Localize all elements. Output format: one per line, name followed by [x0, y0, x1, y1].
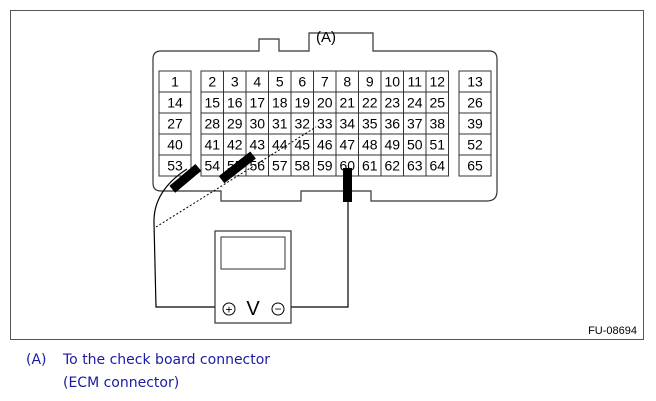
terminal-35-label: 35 — [362, 116, 378, 132]
terminal-42-label: 42 — [227, 137, 243, 153]
terminal-38-label: 38 — [429, 116, 445, 132]
terminal-1-label: 1 — [171, 74, 179, 90]
terminal-57-label: 57 — [272, 158, 288, 174]
voltmeter-minus-sign: − — [274, 302, 281, 316]
terminal-39-label: 39 — [467, 116, 483, 132]
terminal-19-label: 19 — [294, 95, 310, 111]
voltmeter-plus-sign: + — [225, 303, 232, 317]
terminal-32-label: 32 — [294, 116, 310, 132]
terminal-15-label: 15 — [204, 95, 220, 111]
probe-wire-positive — [153, 168, 221, 308]
terminal-53-cell — [158, 154, 192, 177]
caption-key: (A) — [26, 352, 47, 368]
terminal-58-label: 58 — [294, 158, 310, 174]
caption-text: To the check board connector — [63, 352, 271, 368]
connector-label: (A) — [316, 29, 336, 46]
caption-line-2: (ECM connector) — [63, 375, 180, 391]
terminal-10-label: 10 — [384, 74, 400, 90]
figure-id: FU-08694 — [588, 325, 637, 337]
probe-ground — [218, 151, 256, 184]
terminal-23-label: 23 — [384, 95, 400, 111]
terminal-54-label: 54 — [204, 158, 220, 174]
terminal-47-label: 47 — [339, 137, 355, 153]
terminal-18-label: 18 — [272, 95, 288, 111]
terminal-41-label: 41 — [204, 137, 220, 153]
terminal-44-label: 44 — [272, 137, 288, 153]
terminal-50-label: 50 — [407, 137, 423, 153]
terminal-51-label: 51 — [429, 137, 445, 153]
terminal-45-label: 45 — [294, 137, 310, 153]
terminal-49-label: 49 — [384, 137, 400, 153]
terminal-33-label: 33 — [317, 116, 333, 132]
caption-line-1: (A) To the check board connector — [26, 352, 270, 368]
voltmeter-minus-terminal — [271, 302, 285, 316]
terminal-65-label: 65 — [467, 158, 483, 174]
terminal-24-label: 24 — [407, 95, 423, 111]
terminal-31-label: 31 — [272, 116, 288, 132]
terminal-27-label: 27 — [167, 116, 183, 132]
terminal-25-label: 25 — [429, 95, 445, 111]
probe-positive — [169, 164, 202, 193]
terminal-8-label: 8 — [343, 74, 351, 90]
voltmeter-symbol: V — [246, 298, 260, 320]
terminal-13-label: 13 — [467, 74, 483, 90]
terminal-52-label: 52 — [467, 137, 483, 153]
terminal-59-label: 59 — [317, 158, 333, 174]
terminal-46-label: 46 — [317, 137, 333, 153]
voltmeter-display — [220, 236, 286, 270]
terminal-6-label: 6 — [298, 74, 306, 90]
terminal-21-label: 21 — [339, 95, 355, 111]
terminal-20-label: 20 — [317, 95, 333, 111]
terminal-30-label: 30 — [249, 116, 265, 132]
terminal-2-label: 2 — [208, 74, 216, 90]
terminal-63-label: 63 — [407, 158, 423, 174]
terminal-64-label: 64 — [429, 158, 445, 174]
probe-wire-negative — [283, 191, 349, 308]
voltmeter-plus-terminal — [222, 302, 236, 316]
terminal-29-label: 29 — [227, 116, 243, 132]
terminal-17-label: 17 — [249, 95, 265, 111]
terminal-11-label: 11 — [407, 74, 422, 90]
terminal-62-label: 62 — [384, 158, 400, 174]
terminal-28-label: 28 — [204, 116, 220, 132]
terminal-3-label: 3 — [231, 74, 239, 90]
terminal-65-cell — [458, 154, 492, 177]
terminal-14-label: 14 — [167, 95, 183, 111]
terminal-12-label: 12 — [429, 74, 445, 90]
ground-reference-dotted-line — [155, 126, 317, 228]
terminal-9-label: 9 — [366, 74, 374, 90]
terminal-5-label: 5 — [276, 74, 284, 90]
terminal-34-label: 34 — [339, 116, 355, 132]
terminal-40-label: 40 — [167, 137, 183, 153]
terminal-36-label: 36 — [384, 116, 400, 132]
terminal-48-label: 48 — [362, 137, 378, 153]
terminal-4-label: 4 — [253, 74, 261, 90]
terminal-26-label: 26 — [467, 95, 483, 111]
terminal-61-label: 61 — [362, 158, 378, 174]
terminal-16-label: 16 — [227, 95, 243, 111]
terminal-22-label: 22 — [362, 95, 378, 111]
terminal-64-cell — [425, 154, 449, 177]
terminal-37-label: 37 — [407, 116, 423, 132]
probe-negative — [343, 168, 352, 202]
terminal-7-label: 7 — [321, 74, 329, 90]
terminal-53-label: 53 — [167, 158, 183, 174]
terminal-43-label: 43 — [249, 137, 265, 153]
